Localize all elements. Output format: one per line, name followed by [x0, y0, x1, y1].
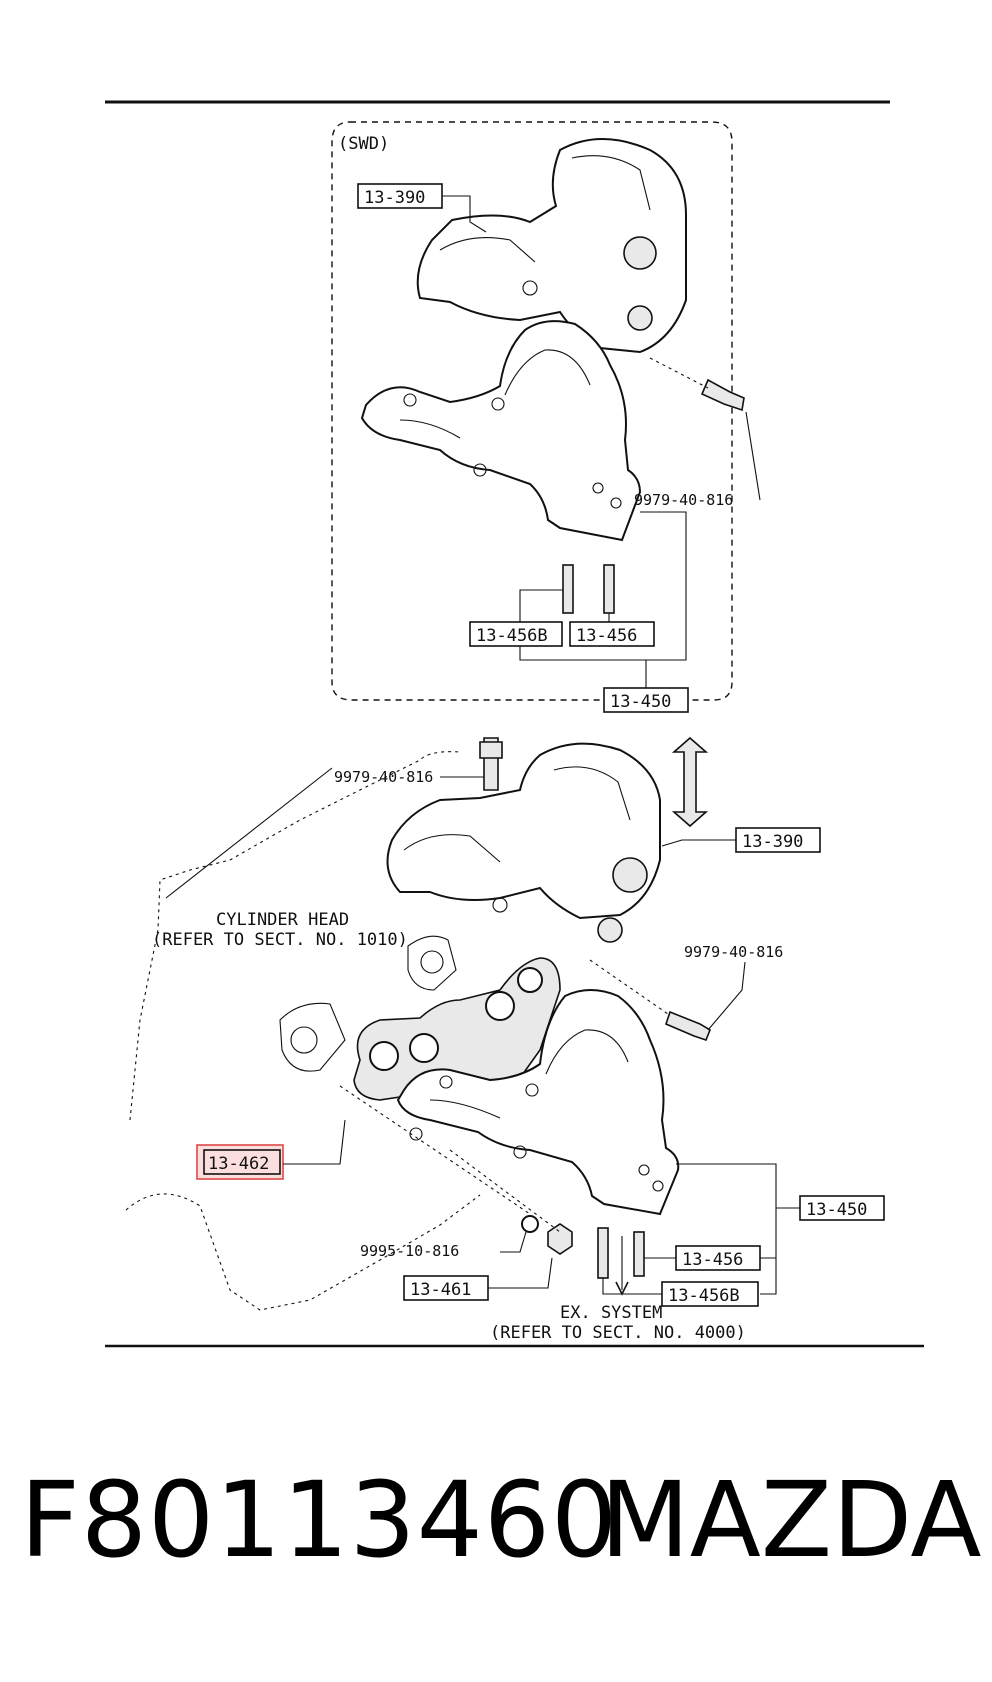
inset-label-stud-b: 13-456B [476, 626, 548, 646]
main-label-stud-b: 13-456B [668, 1286, 740, 1306]
ex-system-line1: EX. SYSTEM [560, 1303, 662, 1323]
inset-label-box-stud [569, 621, 655, 647]
gasket-drawing [279, 935, 561, 1101]
inset-heat-shield-drawing [416, 138, 687, 354]
main-stud-b-drawing [597, 1227, 609, 1279]
inset-label-box-stud-b [469, 621, 563, 647]
footer: F80113460 MAZDA [0, 1460, 992, 1580]
washer-drawing [521, 1215, 539, 1233]
part-number: F80113460 [20, 1459, 619, 1581]
main-label-box-heat-shield [735, 827, 821, 853]
main-label-manifold: 13-450 [806, 1200, 867, 1220]
brand-name: MAZDA [600, 1459, 982, 1581]
main-label-box-gasket [203, 1149, 281, 1175]
inset-label-manifold: 13-450 [610, 692, 671, 712]
main-label-heat-shield: 13-390 [742, 832, 803, 852]
main-label-stud: 13-456 [682, 1250, 743, 1270]
inset-stud-b-drawing [562, 564, 574, 614]
main-label-box-stud [675, 1245, 761, 1271]
inset-label-heat-shield: 13-390 [364, 188, 425, 208]
main-heat-shield-drawing [386, 742, 661, 943]
inset-tag: (SWD) [338, 134, 389, 154]
main-stud-drawing [633, 1231, 645, 1277]
inset-bolt-drawing [700, 378, 745, 412]
inset-label-bolt: 9979-40-816 [634, 491, 733, 509]
swd-inset: (SWD) 13-390 9 [331, 121, 761, 713]
main-label-washer: 9995-10-816 [360, 1242, 459, 1260]
main-label-box-manifold [799, 1195, 885, 1221]
main-label-gasket: 13-462 [208, 1154, 269, 1174]
inset-manifold-drawing [360, 320, 642, 542]
inset-label-stud: 13-456 [576, 626, 637, 646]
main-label-nut: 13-461 [410, 1280, 471, 1300]
main-exploded-view: 9979-40-816 13-390 CYLINDER HEAD (REFER … [125, 736, 885, 1343]
inset-dashed-frame [331, 121, 733, 701]
main-label-bolt-top: 9979-40-816 [334, 768, 433, 786]
cylinder-head-line2: (REFER TO SECT. NO. 1010) [152, 930, 408, 950]
main-label-box-nut [403, 1275, 489, 1301]
nut-drawing [547, 1223, 573, 1255]
double-arrow-icon [671, 736, 709, 828]
ex-system-line2: (REFER TO SECT. NO. 4000) [490, 1323, 746, 1343]
main-label-bolt-right: 9979-40-816 [684, 943, 783, 961]
main-bolt-right-drawing [665, 1010, 711, 1041]
inset-stud-drawing [603, 564, 615, 614]
main-manifold-drawing [396, 989, 680, 1216]
cylinder-head-line1: CYLINDER HEAD [216, 910, 349, 930]
